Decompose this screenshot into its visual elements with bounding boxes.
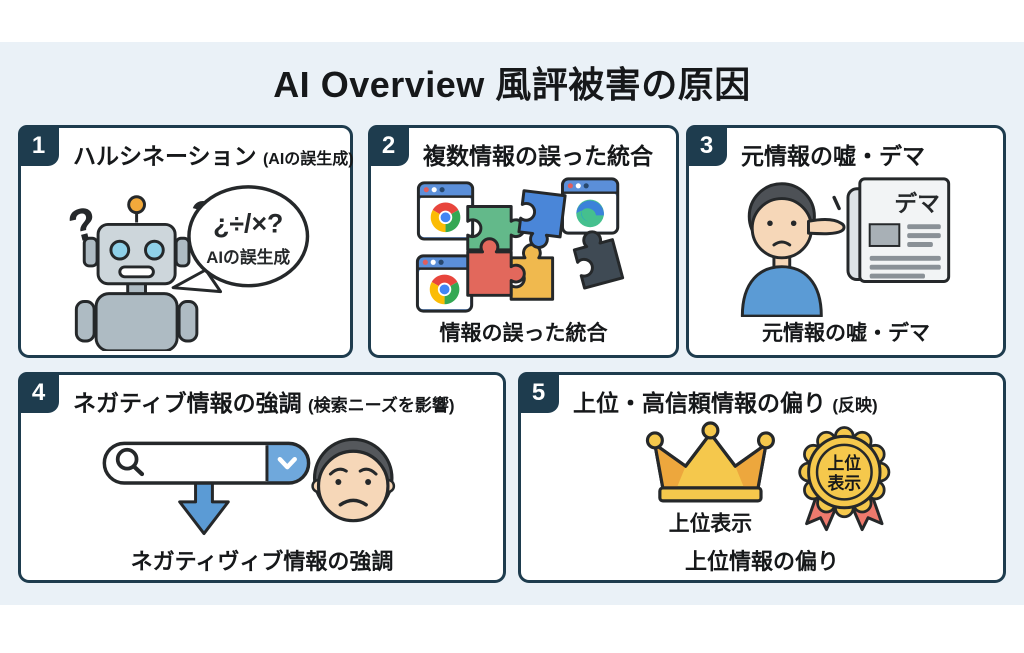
chevron-down-icon: [277, 456, 297, 470]
card-title-main: 元情報の嘘・デマ: [741, 143, 925, 169]
crown-icon: [645, 421, 775, 503]
puzzle-piece-blue: [517, 189, 567, 249]
speech-bubble-line2: AIの誤生成: [206, 247, 290, 267]
pinocchio-man-icon: [740, 182, 857, 317]
puzzle-piece-red: [466, 237, 526, 297]
card-caption: ネガティヴィブ情報の強調: [130, 549, 394, 574]
card-caption: 情報の誤った統合: [439, 322, 608, 345]
card-title: 元情報の嘘・デマ: [741, 137, 925, 171]
negative-illustration: [102, 437, 396, 536]
sad-face-icon: [311, 437, 396, 523]
card-title-suffix: (反映): [832, 396, 878, 415]
card-number-badge: 2: [368, 125, 409, 166]
card-number-badge: 3: [686, 125, 727, 166]
card-number-badge: 4: [18, 372, 59, 413]
card-wrong-integration: 2 複数情報の誤った統合: [368, 125, 679, 358]
card-title-suffix: (AIの誤生成): [262, 151, 354, 168]
card-source-lies: 3 元情報の嘘・デマ デマ: [686, 125, 1006, 358]
card-caption: 上位情報の偏り: [684, 549, 839, 574]
puzzle-piece-dark: [572, 230, 625, 290]
chrome-icon: [430, 202, 461, 233]
card-illustration: 上位表示 上位 表示: [523, 417, 1001, 550]
bias-illustration: 上位表示 上位 表示: [645, 421, 891, 536]
card-title-main: 複数情報の誤った統合: [423, 143, 653, 169]
long-nose: [807, 218, 846, 236]
robot-icon: [74, 195, 199, 351]
card-illustration: [373, 170, 674, 317]
hallucination-illustration: ? ?: [63, 185, 310, 351]
card-illustration: [23, 417, 501, 550]
speech-bubble-line1: ¿÷/×?: [213, 208, 283, 238]
card-hallucination: 1 ハルシネーション (AIの誤生成) ? ?: [18, 125, 354, 358]
lies-illustration: デマ: [740, 177, 951, 317]
puzzle-pieces: [466, 189, 625, 301]
card-title: 上位・高信頼情報の偏り (反映): [573, 384, 878, 418]
card-negative-emphasis: 4 ネガティブ情報の強調 (検索ニーズを影響): [18, 372, 506, 583]
page-title: AI Overview 風評被害の原因: [273, 64, 751, 105]
magnifier-icon: [115, 447, 145, 477]
card-illustration: デマ: [691, 170, 1001, 317]
card-title-suffix: (検索ニーズを影響): [308, 396, 455, 415]
speech-bubble: [171, 185, 310, 294]
card-illustration: ? ?: [23, 170, 348, 351]
card-title-main: ネガティブ情報の強調: [73, 390, 302, 416]
search-bar: [102, 441, 311, 485]
badge-label-line2: 表示: [826, 473, 861, 493]
award-badge-icon: 上位 表示: [798, 426, 891, 532]
crown-label: 上位表示: [669, 512, 752, 536]
card-title: ネガティブ情報の強調 (検索ニーズを影響): [73, 384, 455, 418]
card-title-main: ハルシネーション: [73, 143, 257, 169]
browser-window-bottom-left: [415, 254, 474, 313]
badge-label-line1: 上位: [827, 453, 861, 473]
integration-illustration: [415, 177, 625, 313]
edge-icon: [576, 199, 604, 228]
card-number-badge: 1: [18, 125, 59, 166]
chrome-icon: [429, 274, 460, 305]
card-top-bias: 5 上位・高信頼情報の偏り (反映) 上位表示: [518, 372, 1006, 583]
card-caption: 元情報の嘘・デマ: [762, 322, 930, 345]
card-title: 複数情報の誤った統合: [423, 137, 653, 171]
card-title-main: 上位・高信頼情報の偏り: [573, 390, 826, 416]
browser-window-top-right: [561, 177, 620, 235]
newspaper-icon: デマ: [846, 177, 951, 283]
newspaper-headline: デマ: [894, 190, 939, 216]
browser-window-top-left: [416, 181, 475, 241]
card-title: ハルシネーション (AIの誤生成): [73, 137, 354, 171]
card-number-badge: 5: [518, 372, 559, 413]
